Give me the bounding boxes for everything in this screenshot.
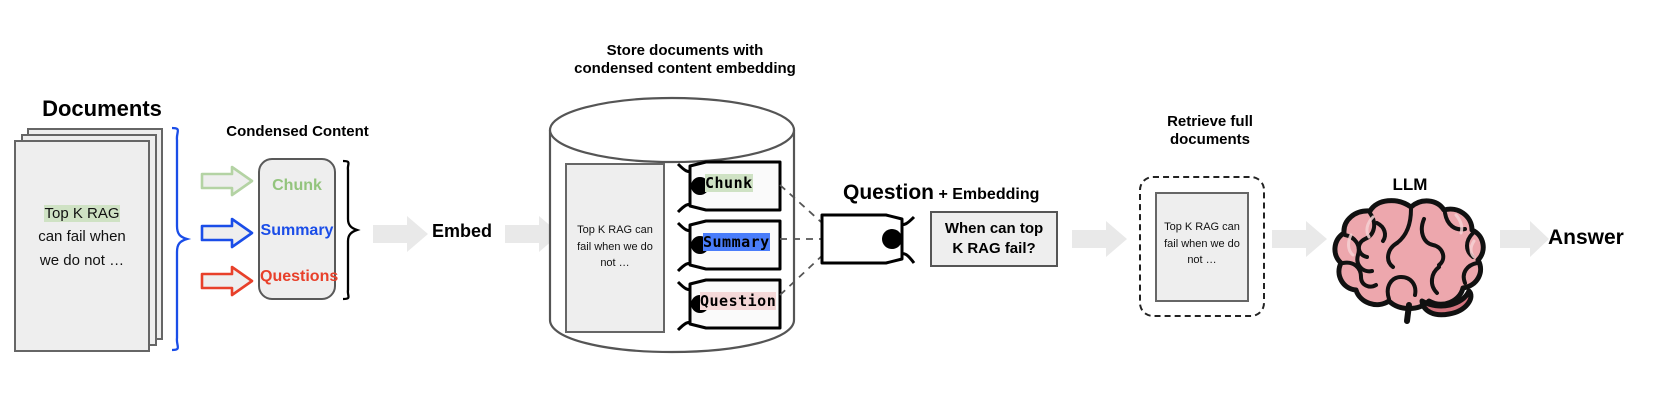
answer-label: Answer bbox=[1548, 226, 1624, 249]
documents-group-bracket bbox=[168, 126, 194, 352]
stored-document bbox=[565, 163, 665, 333]
flow-arrow-llm-to-answer bbox=[1500, 219, 1550, 259]
flow-arrow-embed-to-store bbox=[505, 214, 561, 254]
stored-doc-line3: not … bbox=[600, 257, 630, 269]
flow-arrow-query-to-retrieve bbox=[1072, 219, 1128, 259]
document-text: Top K RAG can fail when we do not … bbox=[16, 202, 148, 272]
condensed-content-box: Chunk Summary Questions bbox=[258, 158, 339, 300]
condensed-group-brace bbox=[340, 159, 364, 301]
condensed-content-title: Condensed Content bbox=[226, 123, 369, 140]
document-text-line2: can fail when bbox=[38, 228, 126, 246]
retrieved-document bbox=[1155, 192, 1249, 302]
document-highlight-text: Top K RAG bbox=[44, 205, 120, 222]
brain-icon bbox=[1327, 193, 1495, 324]
summary-arrow bbox=[200, 216, 254, 250]
documents-title: Documents bbox=[42, 96, 162, 121]
condensed-item-summary: Summary bbox=[260, 222, 334, 239]
retrieved-doc-line1: Top K RAG can bbox=[1164, 221, 1240, 233]
question-embedding-heading: Question + Embedding bbox=[843, 181, 1043, 205]
chunk-arrow bbox=[200, 164, 254, 198]
store-tag-summary-label: Summary bbox=[703, 233, 770, 251]
retrieved-doc-line3: not … bbox=[1187, 254, 1217, 266]
question-heading-rest: + Embedding bbox=[934, 186, 1040, 203]
condensed-item-questions: Questions bbox=[260, 268, 339, 285]
document-front bbox=[14, 140, 150, 352]
document-text-line3: we do not … bbox=[39, 251, 125, 269]
retrieved-doc-line2: fail when we do bbox=[1164, 237, 1240, 250]
stored-doc-line2: fail when we do bbox=[577, 240, 653, 253]
store-tag-chunk-label: Chunk bbox=[705, 174, 753, 192]
stored-doc-line1: Top K RAG can bbox=[577, 224, 653, 236]
condensed-item-chunk: Chunk bbox=[272, 177, 322, 194]
flow-arrow-to-embed bbox=[373, 214, 429, 254]
store-title: Store documents with condensed content e… bbox=[574, 42, 796, 78]
llm-title: LLM bbox=[1392, 175, 1428, 194]
flow-arrow-retrieve-to-llm bbox=[1272, 219, 1328, 259]
question-heading-bold: Question bbox=[843, 181, 935, 204]
stored-document-text: Top K RAG can fail when we do not … bbox=[566, 222, 664, 272]
embed-label: Embed bbox=[431, 221, 492, 241]
questions-arrow bbox=[200, 264, 254, 298]
query-tag bbox=[820, 211, 932, 267]
retrieve-title: Retrieve full documents bbox=[1167, 113, 1253, 149]
store-tag-question-label: Question bbox=[700, 292, 777, 310]
retrieved-documents-container bbox=[1139, 176, 1265, 317]
retrieved-document-text: Top K RAG can fail when we do not … bbox=[1156, 219, 1248, 269]
